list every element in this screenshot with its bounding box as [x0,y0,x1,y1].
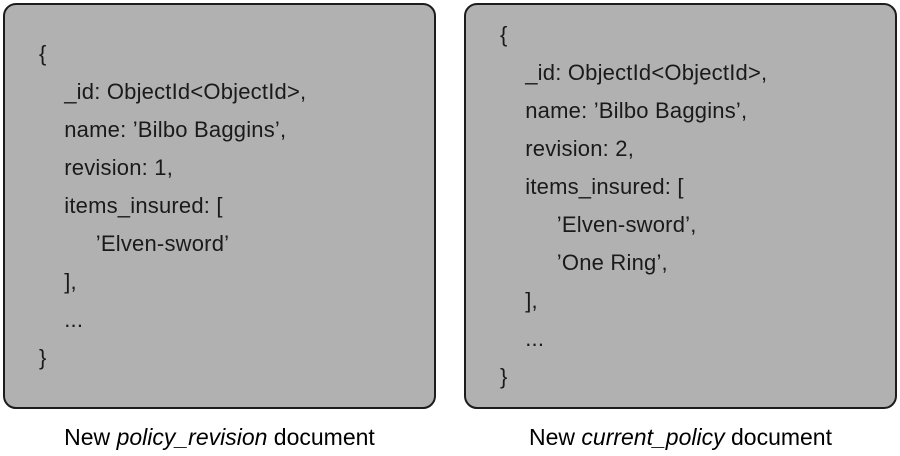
code-line: _id: ObjectId<ObjectId>, [39,79,307,104]
caption-prefix: New [64,424,117,450]
code-line: ... [39,307,84,332]
code-line: } [500,364,508,389]
code-line: ], [500,288,538,313]
caption-prefix: New [529,424,582,450]
caption-suffix: document [267,424,375,450]
code-line: items_insured: [ [500,174,684,199]
current-policy-document-box: { _id: ObjectId<ObjectId>, name: ’Bilbo … [464,3,897,409]
code-line: items_insured: [ [39,193,223,218]
code-line: ’Elven-sword’ [39,231,230,256]
caption-collection-name: current_policy [581,424,725,450]
code-line: name: ’Bilbo Baggins’, [500,98,748,123]
code-line: { [500,22,508,47]
policy-revision-document-box: { _id: ObjectId<ObjectId>, name: ’Bilbo … [3,3,436,409]
code-line: ’One Ring’, [500,250,668,275]
policy-revision-caption: New policy_revision document [3,421,436,453]
code-line: name: ’Bilbo Baggins’, [39,117,287,142]
code-line: } [39,345,47,370]
code-line: revision: 2, [500,136,635,161]
code-line: _id: ObjectId<ObjectId>, [500,60,768,85]
code-line: { [39,41,47,66]
caption-collection-name: policy_revision [116,424,268,450]
current-policy-caption: New current_policy document [464,421,897,453]
code-line: ], [39,269,77,294]
caption-suffix: document [724,424,832,450]
code-line: ’Elven-sword’, [500,212,697,237]
code-line: ... [500,326,545,351]
code-line: revision: 1, [39,155,174,180]
